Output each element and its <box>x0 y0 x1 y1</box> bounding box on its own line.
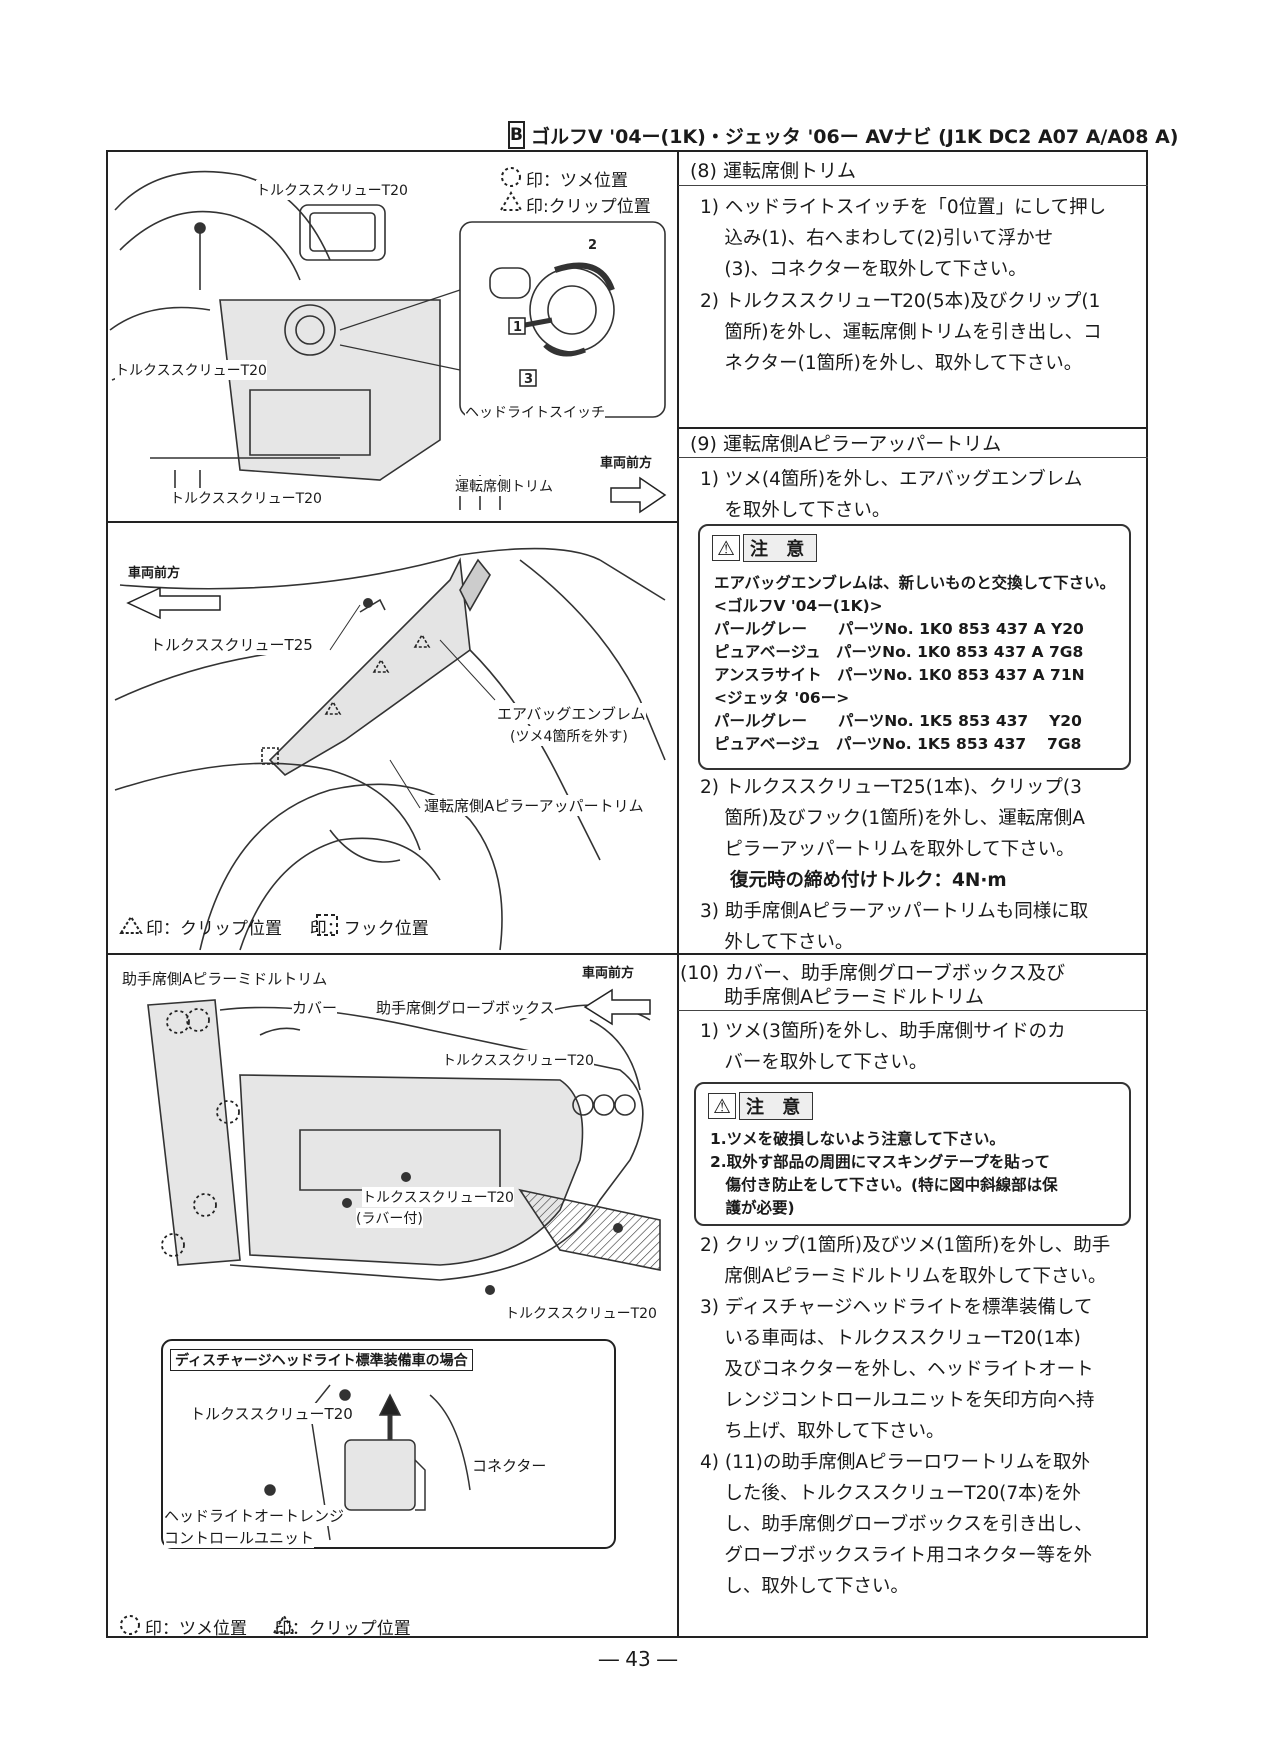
section9-heading: (9) 運転席側Aピラーアッパートリム <box>690 433 1002 455</box>
section9-caution-box: ⚠ 注 意 エアバッグエンブレムは、新しいものと交換して下さい。 <ゴルフV '… <box>698 524 1131 770</box>
fig1-label-vehicle-front: 車両前方 <box>600 452 653 471</box>
hook-square-icon <box>316 914 338 936</box>
tsume-circle-icon <box>120 1615 140 1635</box>
page-header: B ゴルフV '04ー(1K)・ジェッタ '06ー AVナビ (J1K DC2 … <box>508 118 1179 152</box>
caution-label: 注 意 <box>738 1092 814 1120</box>
divider <box>106 521 678 523</box>
section8-heading: (8) 運転席側トリム <box>690 160 856 182</box>
fig3-label-vehicle-front: 車両前方 <box>582 962 635 981</box>
fig1-label-screw: トルクススクリューT20 <box>170 488 322 508</box>
fig3-inset-connector: コネクター <box>472 1455 547 1476</box>
caution-label: 注 意 <box>742 534 818 562</box>
section10-steps-2-4: 2) クリップ(1箇所)及びツメ(1箇所)を外し、助手 席側Aピラーミドルトリム… <box>700 1235 1111 1597</box>
fig1-legend-tsume: 印：ツメ位置 <box>526 171 628 191</box>
section9-step-1: 1) ツメ(4箇所)を外し、エアバッグエンブレム を取外して下さい。 <box>700 469 1083 521</box>
caution-heading: ⚠ 注 意 <box>708 1092 814 1120</box>
warning-icon: ⚠ <box>712 535 740 561</box>
section9-step-2: 2) トルクススクリューT25(1本)、クリップ(3 箇所)及びフック(1箇所)… <box>700 777 1085 860</box>
arrow-front-icon <box>126 586 221 620</box>
callout-2: 2 <box>588 238 597 253</box>
section10-caution-box: ⚠ 注 意 1.ツメを破損しないよう注意して下さい。 2.取外す部品の周囲にマス… <box>694 1082 1131 1226</box>
tsume-circle-icon <box>501 167 521 187</box>
divider <box>678 427 1148 429</box>
divider <box>106 953 1148 955</box>
warning-icon: ⚠ <box>708 1093 736 1119</box>
fig3-label-screw: トルクススクリューT20 <box>442 1050 594 1070</box>
rule <box>678 457 1148 458</box>
fig3-label-glovebox: 助手席側グローブボックス <box>376 997 555 1018</box>
fig2-label-vehicle-front: 車両前方 <box>128 562 181 581</box>
caution-heading: ⚠ 注 意 <box>712 534 818 562</box>
rule <box>678 1010 1148 1011</box>
section9-step-3: 3) 助手席側Aピラーアッパートリムも同様に取 外して下さい。 <box>700 901 1089 953</box>
fig2-label-tsume-note: (ツメ4箇所を外す) <box>510 726 628 746</box>
fig2-legend: 印：クリップ位置 印：フック位置 <box>146 919 429 939</box>
fig3-inset-title: ディスチャージヘッドライト標準装備車の場合 <box>170 1349 473 1371</box>
header-title: ゴルフV '04ー(1K)・ジェッタ '06ー AVナビ (J1K DC2 A0… <box>530 125 1179 148</box>
fig1-label-screw: トルクススクリューT20 <box>256 180 408 200</box>
fig1-label-screw: トルクススクリューT20 <box>115 360 267 380</box>
fig1-label-headlight-switch: ヘッドライトスイッチ <box>465 402 605 422</box>
arrow-front-icon <box>610 476 667 514</box>
fig3-label-rubber: (ラバー付) <box>356 1208 423 1228</box>
fig3-label-cover: カバー <box>292 997 338 1018</box>
fig3-label-apillar-middle: 助手席側Aピラーミドルトリム <box>122 968 328 989</box>
fig3-inset-unit-2: コントロールユニット <box>164 1527 315 1548</box>
callout-1: 1 <box>513 320 522 335</box>
section8-step-2: 2) トルクススクリューT20(5本)及びクリップ(1 箇所)を外し、運転席側ト… <box>700 291 1102 374</box>
section10-heading: (10) カバー、助手席側グローブボックス及び 助手席側Aピラーミドルトリム <box>680 962 1066 1008</box>
callout-3: 3 <box>524 372 533 387</box>
section8-step-1: 1) ヘッドライトスイッチを「0位置」にして押し 込み(1)、右へまわして(2)… <box>700 197 1107 280</box>
fig3-inset-screw: トルクススクリューT20 <box>190 1403 353 1424</box>
section9-torque: 復元時の締め付けトルク：4N·m <box>730 870 1007 891</box>
fig3-legend: 印：ツメ位置 印：クリップ位置 <box>145 1619 411 1639</box>
fig1-label-driver-trim: 運転席側トリム <box>455 476 553 496</box>
content-frame <box>106 150 1148 1638</box>
caution-text: エアバッグエンブレムは、新しいものと交換して下さい。 <ゴルフV '04ー(1K… <box>714 574 1116 753</box>
fig3-inset-unit-1: ヘッドライトオートレンジ <box>164 1505 345 1526</box>
fig2-label-airbag-emblem: エアバッグエンブレム <box>497 703 646 724</box>
section-badge: B <box>508 121 525 149</box>
fig3-label-screw: トルクススクリューT20 <box>362 1187 514 1207</box>
rule <box>678 185 1148 186</box>
page-number: ― 43 ― <box>598 1647 678 1671</box>
clip-triangle-icon <box>499 191 523 211</box>
clip-triangle-icon <box>119 915 143 934</box>
section10-step-1: 1) ツメ(3箇所)を外し、助手席側サイドのカ バーを取外して下さい。 <box>700 1021 1066 1073</box>
fig2-label-screw-t25: トルクススクリューT25 <box>150 634 313 655</box>
divider <box>677 150 679 1638</box>
arrow-front-icon <box>583 988 651 1026</box>
fig3-label-screw: トルクススクリューT20 <box>505 1303 657 1323</box>
fig2-label-apillar-upper: 運転席側Aピラーアッパートリム <box>424 795 644 816</box>
fig1-legend-clip: 印:クリップ位置 <box>526 197 651 217</box>
caution-text: 1.ツメを破損しないよう注意して下さい。 2.取外す部品の周囲にマスキングテープ… <box>710 1130 1058 1217</box>
